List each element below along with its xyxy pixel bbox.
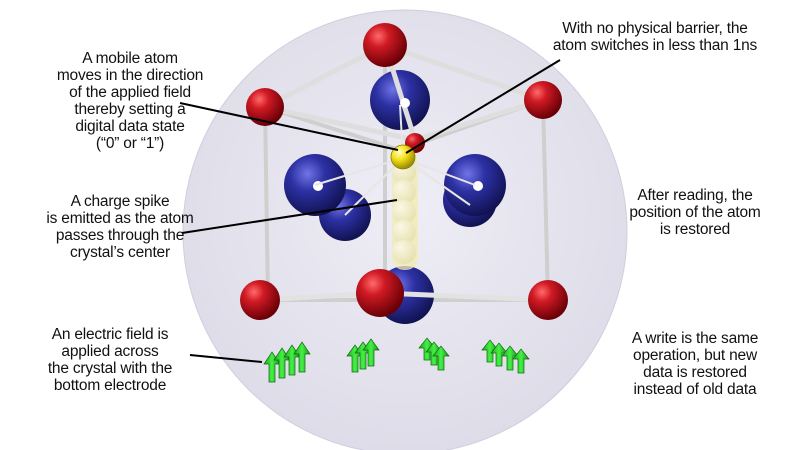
electric-field-arrows: [263, 337, 530, 383]
leader-mobile-atom: [179, 102, 399, 151]
field-arrow: [512, 348, 530, 374]
label-no-barrier: With no physical barrier, the atom switc…: [552, 20, 758, 54]
label-mobile-atom: A mobile atom moves in the direction of …: [56, 50, 204, 152]
label-write: A write is the same operation, but new d…: [631, 330, 759, 398]
field-arrow: [481, 339, 499, 363]
field-arrow: [490, 342, 508, 367]
field-arrow: [293, 341, 311, 373]
leader-lines: [179, 59, 561, 363]
leader-electric-field: [189, 354, 263, 363]
label-charge-spike: A charge spike is emitted as the atom pa…: [46, 193, 194, 261]
top-frame-bonds: [262, 42, 546, 143]
label-after-reading: After reading, the position of the atom …: [629, 187, 761, 238]
field-arrow: [501, 345, 519, 371]
label-electric-field: An electric field is applied across the …: [47, 326, 173, 394]
field-arrow: [425, 341, 443, 366]
field-arrow: [362, 338, 380, 367]
oxygen-atoms: [240, 23, 568, 320]
field-arrow: [418, 337, 436, 361]
field-arrow: [432, 345, 450, 371]
leader-no-barrier: [405, 59, 561, 154]
leader-charge-spike: [181, 199, 398, 234]
